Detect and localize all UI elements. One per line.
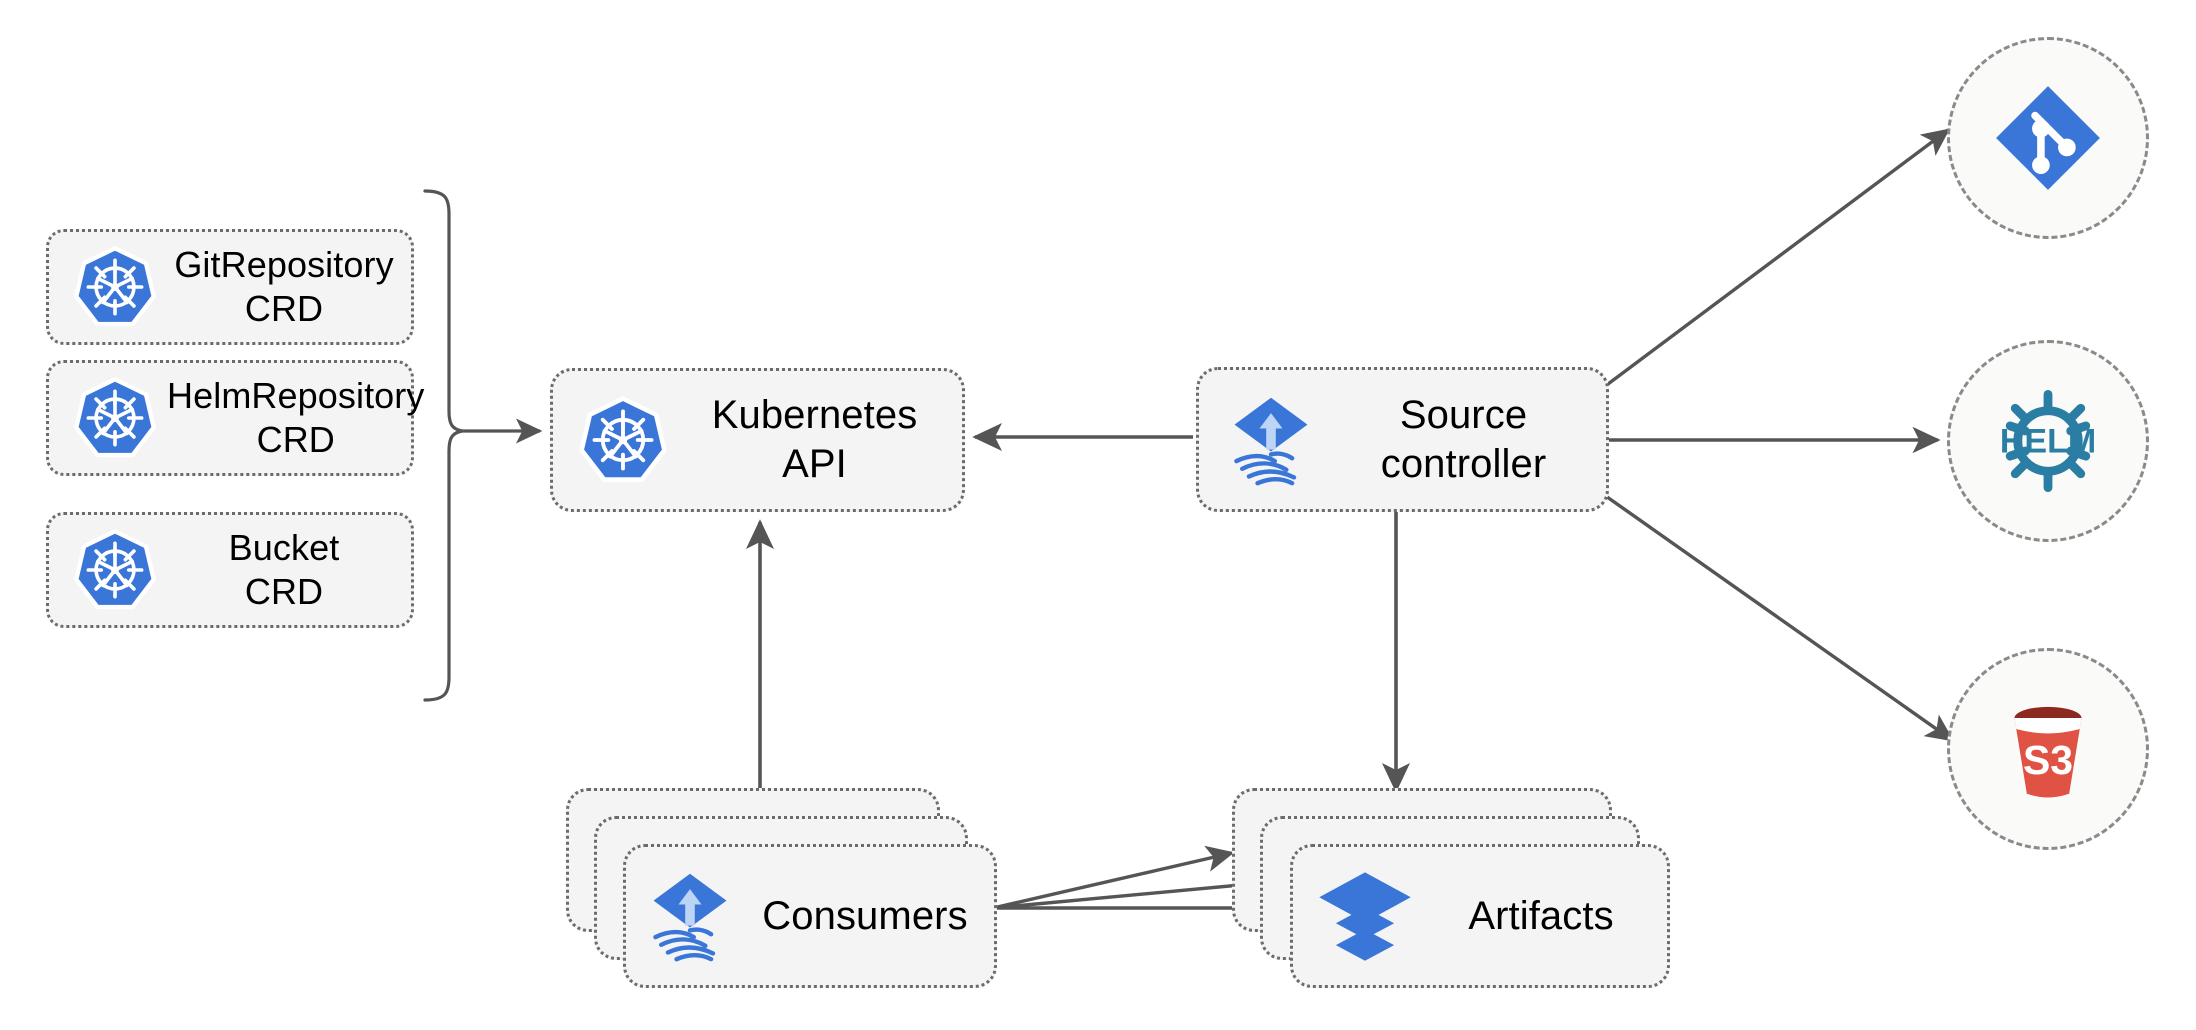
kubernetes-icon [63, 527, 167, 613]
artifacts-layer-front[interactable]: Artifacts [1290, 844, 1670, 988]
kubernetes-icon [569, 394, 677, 486]
artifacts-label: Artifacts [1468, 893, 1614, 938]
crd-label: HelmRepository CRD [167, 375, 425, 460]
kubernetes-icon [63, 375, 167, 461]
crd-node-helmrepository[interactable]: HelmRepository CRD [46, 360, 424, 476]
source-controller-node[interactable]: Source controller [1196, 367, 1609, 512]
consumers-stack[interactable]: Consumers [566, 788, 997, 988]
source-helm-circle[interactable]: HELM [1947, 340, 2149, 542]
flux-icon [1211, 392, 1331, 488]
crd-label: Bucket CRD [228, 527, 340, 612]
consumers-label: Consumers [762, 893, 968, 938]
helm-wordmark: HELM [2000, 422, 2096, 460]
edge-controller-to-git [1598, 128, 1951, 392]
source-s3-circle[interactable]: S3 [1947, 648, 2149, 850]
crd-node-gitrepository[interactable]: GitRepository CRD [46, 229, 414, 345]
source-git-circle[interactable] [1947, 37, 2149, 239]
s3-icon: S3 [1986, 687, 2110, 811]
edge-consumers-to-artifacts-2 [992, 872, 1265, 910]
edge-consumers-to-artifacts-1 [992, 845, 1235, 910]
kubernetes-icon [63, 244, 167, 330]
consumers-layer-front[interactable]: Consumers [623, 844, 997, 988]
flux-icon [634, 868, 746, 964]
artifacts-stack[interactable]: Artifacts [1232, 788, 1672, 988]
git-icon [1989, 79, 2107, 197]
source-controller-label: Source controller [1380, 392, 1547, 486]
helm-icon: HELM [1985, 378, 2111, 504]
edge-controller-to-s3 [1599, 490, 1955, 742]
kubernetes-api-label: Kubernetes API [711, 393, 918, 486]
kubernetes-api-node[interactable]: Kubernetes API [550, 368, 965, 512]
crd-label: GitRepository CRD [174, 244, 394, 329]
s3-wordmark: S3 [2023, 737, 2073, 783]
layers-icon [1305, 864, 1425, 968]
crd-node-bucket[interactable]: Bucket CRD [46, 512, 414, 628]
